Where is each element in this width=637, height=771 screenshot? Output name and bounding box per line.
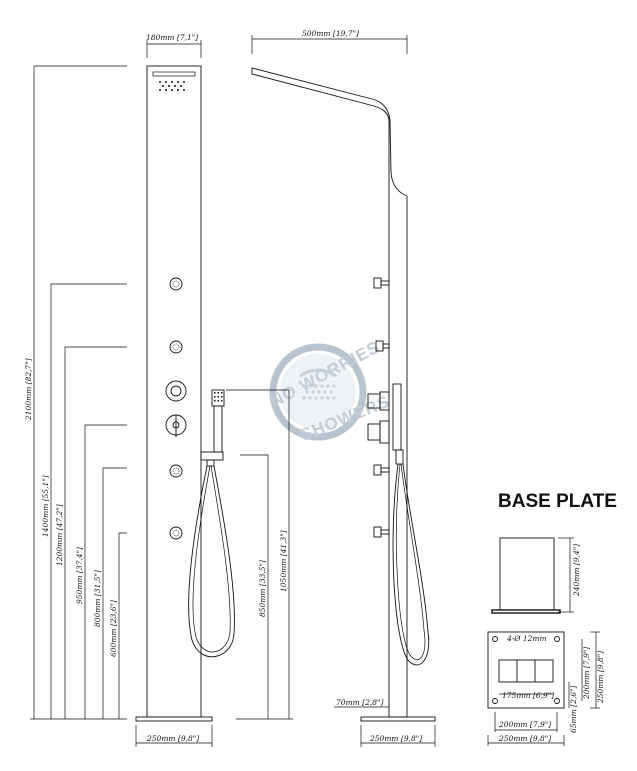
dim-height-800: 800mm [31,5"]	[93, 570, 102, 627]
side-hand-shower	[392, 383, 404, 465]
dim-bp-200h: 200mm [7,9"]	[498, 720, 551, 729]
front-view	[135, 65, 235, 722]
dim-height-1400: 1400mm [55,1"]	[41, 475, 50, 537]
body-jet-4	[169, 526, 183, 540]
side-jet-2	[375, 340, 390, 352]
mixer-knob	[165, 414, 187, 437]
front-base-plate	[135, 716, 213, 722]
dim-bp-240: 240mm [9,4"]	[572, 544, 581, 597]
dim-bp-200v: 200mm [7,9"]	[582, 647, 591, 700]
base-plate-side: 240mm [9,4"]	[491, 537, 581, 614]
rain-head-top	[152, 71, 196, 77]
body-jet-2	[169, 340, 183, 354]
side-jet-3	[373, 464, 390, 476]
diverter-knob	[165, 380, 187, 402]
side-dimensions: 500mm [19,7"] 70mm [2,8"] 250mm [9,8"]	[251, 29, 436, 747]
side-jet-1	[373, 277, 390, 289]
dim-base-side: 250mm [9,8"]	[369, 734, 422, 743]
dim-height-1050: 1050mm [41,3"]	[279, 530, 288, 592]
dim-bp-250h: 250mm [9,8"]	[498, 734, 551, 743]
dim-height-600: 600mm [23,6"]	[109, 600, 118, 657]
side-mixer	[367, 420, 390, 444]
body-jet-1	[169, 277, 183, 291]
side-view	[251, 67, 436, 722]
side-jet-4	[373, 526, 390, 538]
rain-nozzles	[159, 81, 185, 91]
body-jet-3	[169, 464, 183, 478]
dim-height-1200: 1200mm [47,2"]	[55, 504, 64, 566]
hose-outer	[188, 465, 235, 658]
hose-inner	[192, 465, 231, 653]
dim-bp-65: 65mm [2,6"]	[569, 686, 578, 733]
side-hose-outer	[392, 463, 430, 666]
watermark-logo: NO WORRIES SHOWERS	[267, 337, 393, 445]
dim-bp-250v: 250mm [9,8"]	[596, 651, 605, 704]
front-dimensions: 180mm [7,1"] 2100mm [82,7"] 1400mm [55,1…	[24, 33, 293, 747]
front-panel	[146, 65, 202, 718]
dim-foot-70: 70mm [2,8"]	[336, 698, 383, 707]
side-diverter	[367, 391, 390, 411]
dim-height-850: 850mm [33,5"]	[258, 560, 267, 617]
dim-bp-holes: 4-Ø 12mm	[506, 634, 547, 643]
dim-height-2100: 2100mm [82,7"]	[24, 358, 33, 421]
dim-front-width-top: 180mm [7,1"]	[146, 33, 198, 42]
side-base-plate	[360, 716, 436, 722]
dim-height-950: 950mm [37,4"]	[75, 547, 84, 604]
base-plate-top: 4-Ø 12mm 175mm [6,9"] 65mm [2,6"] 200mm …	[487, 631, 605, 746]
dim-bp-175: 175mm [6,9"]	[502, 691, 554, 700]
dim-projection: 500mm [19,7"]	[302, 29, 359, 38]
dim-base-front: 250mm [9,8"]	[146, 734, 199, 743]
hand-shower	[200, 389, 225, 467]
side-hose-inner	[396, 463, 426, 661]
base-plate-title: BASE PLATE	[498, 491, 617, 512]
rain-head-arm	[251, 67, 408, 718]
